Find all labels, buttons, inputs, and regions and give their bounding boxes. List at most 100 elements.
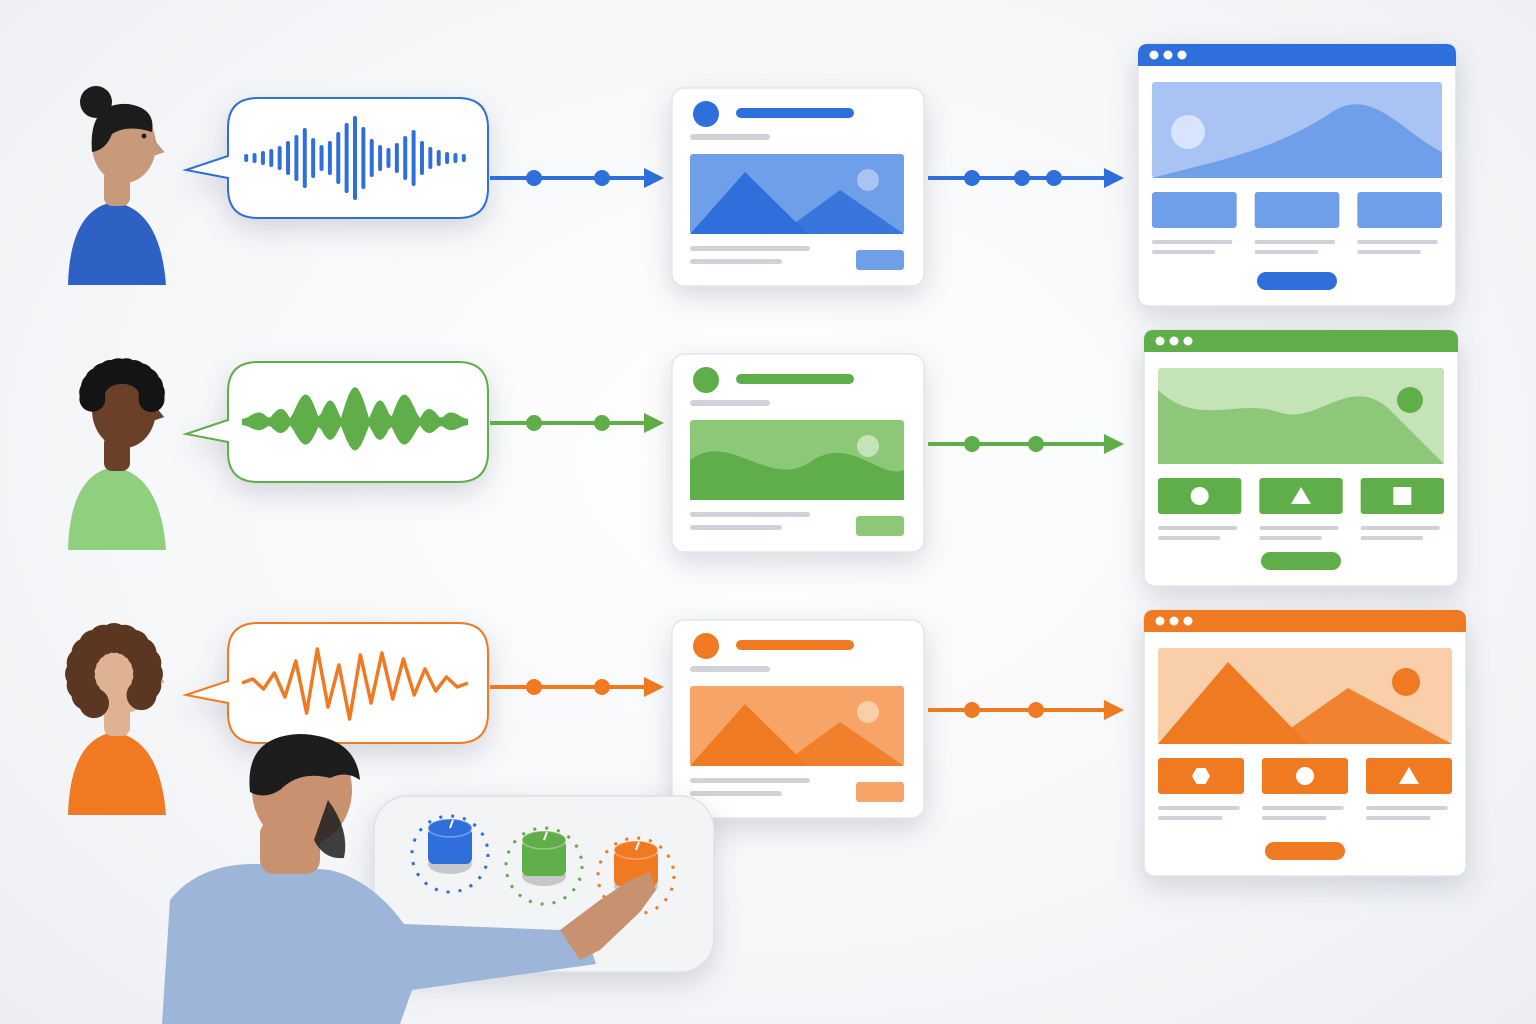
tile-text-line — [1360, 526, 1440, 530]
arrow-to-webpage-green — [928, 434, 1124, 454]
card-subtitle-bar — [690, 400, 770, 406]
card-button — [856, 250, 904, 270]
sun-circle — [857, 701, 879, 723]
audio-waveform-green — [242, 387, 468, 451]
card-title-bar — [736, 374, 854, 384]
person-avatar-orange — [65, 623, 166, 815]
card-subtitle-bar — [690, 666, 770, 672]
pipeline-row-blue — [68, 43, 1457, 307]
knob-body — [428, 828, 472, 864]
circle-icon — [1190, 487, 1209, 505]
triangle-icon — [1291, 487, 1311, 504]
knob-indicator — [635, 841, 640, 851]
triangle-icon — [1399, 767, 1419, 784]
tile-text-line — [1259, 536, 1322, 540]
tile-text-line — [1158, 816, 1223, 820]
hero-wave — [1152, 104, 1442, 178]
hair-bun — [80, 86, 112, 118]
connector-node — [594, 170, 610, 186]
tile-text-line — [1366, 816, 1431, 820]
card-title-bar — [736, 640, 854, 650]
card-text-line — [690, 512, 810, 517]
feature-tile — [1152, 192, 1237, 228]
tile-text-line — [1152, 250, 1216, 254]
cta-button — [1265, 842, 1345, 860]
card-title-bar — [736, 108, 854, 118]
mountain — [780, 190, 904, 234]
content-card-orange — [671, 619, 925, 819]
card-subtitle-bar — [690, 134, 770, 140]
content-card-blue — [671, 87, 925, 287]
hexagon-icon — [1192, 768, 1210, 784]
operator-beard — [314, 800, 346, 859]
connector-node — [1014, 170, 1030, 186]
connector-node — [1028, 702, 1044, 718]
audio-waveform-blue — [244, 116, 466, 200]
card-avatar-dot — [693, 101, 719, 127]
hero-mountain — [1268, 688, 1452, 744]
browser-title-bar — [1144, 330, 1458, 352]
tile-text-line — [1152, 240, 1233, 244]
operator-person — [162, 734, 656, 1024]
mountain — [780, 722, 904, 766]
window-dot-icon — [1149, 50, 1159, 60]
arrow-to-card-orange — [490, 677, 664, 697]
speech-bubble-orange — [182, 622, 489, 744]
content-card-green — [671, 353, 925, 553]
tile-text-line — [1357, 240, 1438, 244]
arrow-to-webpage-orange — [928, 700, 1124, 720]
knob-2 — [504, 826, 584, 906]
connector-node — [594, 415, 610, 431]
mountain — [690, 704, 808, 766]
window-dot-icon — [1155, 616, 1165, 626]
knob-scale — [504, 826, 584, 906]
hair-curl — [126, 680, 157, 711]
hero-hills — [1158, 390, 1444, 464]
person-avatar-green — [68, 358, 166, 550]
tile-text-line — [1158, 536, 1221, 540]
speech-bubble-green — [182, 361, 489, 483]
sun-circle — [857, 169, 879, 191]
cta-button — [1261, 552, 1341, 570]
arrow-to-webpage-blue — [928, 168, 1124, 188]
knob-body — [522, 840, 566, 876]
tile-text-line — [1254, 250, 1319, 254]
knob-indicator — [543, 831, 548, 841]
connector-node — [594, 679, 610, 695]
tile-text-line — [1357, 250, 1421, 254]
mountain — [690, 172, 808, 234]
operator-hair — [249, 734, 360, 796]
knob-indicator — [449, 819, 454, 829]
arrow-to-card-blue — [490, 168, 664, 188]
hills — [690, 451, 904, 500]
waveform-shape — [242, 387, 468, 451]
card-button — [856, 516, 904, 536]
bubble-outline — [182, 622, 489, 744]
webpage-mockup-blue — [1137, 43, 1457, 307]
card-button — [856, 782, 904, 802]
person-avatar-blue — [68, 86, 166, 285]
knob-1 — [410, 814, 490, 894]
connector-node — [526, 679, 542, 695]
connector-node — [1028, 436, 1044, 452]
hero-mountain — [1158, 662, 1308, 744]
square-icon — [1393, 487, 1412, 505]
arrow-to-card-green — [490, 413, 664, 433]
connector-node — [1046, 170, 1062, 186]
window-dot-icon — [1177, 50, 1187, 60]
window-dot-icon — [1183, 616, 1193, 626]
control-mixer — [162, 734, 715, 1024]
hero-sun-circle — [1171, 115, 1205, 149]
tile-text-line — [1259, 526, 1339, 530]
window-dot-icon — [1169, 336, 1179, 346]
window-dot-icon — [1183, 336, 1193, 346]
pipeline-row-green — [68, 329, 1459, 587]
sun-circle — [857, 435, 879, 457]
card-avatar-dot — [693, 633, 719, 659]
operator-shirt — [162, 863, 596, 1024]
tile-text-line — [1158, 806, 1240, 810]
connector-node — [526, 415, 542, 431]
hair — [91, 103, 153, 152]
shirt — [68, 732, 166, 815]
cta-button — [1257, 272, 1337, 290]
